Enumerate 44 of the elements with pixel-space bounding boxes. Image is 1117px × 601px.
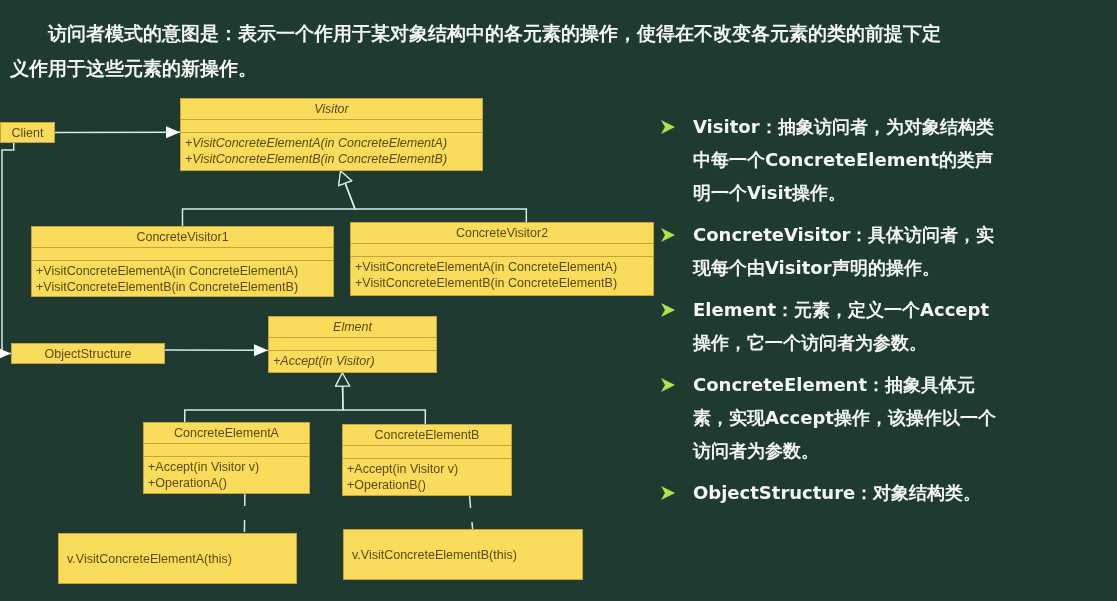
dependency-line — [243, 493, 246, 534]
method-signature: +OperationB() — [347, 477, 427, 493]
method-signature: +Accept(in Visitor v) — [148, 459, 261, 475]
dependency-line — [468, 495, 474, 530]
class-box — [350, 222, 654, 296]
method-signature: +Accept(in Visitor) — [273, 353, 376, 369]
bullet-text: ObjectStructure：对象结构类。 — [693, 481, 983, 505]
code-text: v.VisitConcreteElementB(this) — [352, 547, 517, 562]
inheritance-arrow — [335, 372, 427, 425]
class-box — [342, 424, 512, 496]
bullet-text: Visitor：抽象访问者，为对象结构类中每一个ConcreteElement的类声明一个Visit操作。 — [693, 115, 995, 205]
note-box — [343, 529, 583, 580]
method-signature: +VisitConcreteElementA(in ConcreteElementA) — [185, 135, 449, 151]
code-text: v.VisitConcreteElementA(this) — [67, 551, 232, 566]
class-name: ConcreteVisitor2 — [455, 226, 549, 240]
method-signature: +VisitConcreteElementB(in ConcreteElementB) — [36, 279, 300, 295]
class-box — [180, 98, 483, 171]
class-box — [143, 422, 310, 494]
class-box — [11, 343, 165, 364]
arrow — [164, 344, 269, 357]
note-box — [58, 533, 297, 584]
method-signature: +OperationA() — [148, 475, 228, 491]
method-signature: +VisitConcreteElementA(in ConcreteElementA) — [36, 263, 300, 279]
class-name: ObjectStructure — [44, 346, 132, 361]
class-box — [0, 122, 55, 143]
arrow — [0, 142, 15, 360]
method-signature: +VisitConcreteElementA(in ConcreteElementA) — [355, 259, 619, 275]
class-name: ConcreteElementA — [174, 426, 279, 440]
method-signature: +Accept(in Visitor v) — [347, 461, 460, 477]
method-signature: +VisitConcreteElementB(in ConcreteElementB) — [355, 275, 619, 291]
bullet-text: Element：元素，定义一个Accept操作，它一个访问者为参数。 — [693, 298, 991, 355]
arrow — [54, 126, 181, 139]
class-box — [31, 226, 334, 297]
inheritance-arrow — [338, 170, 528, 223]
class-box — [268, 316, 437, 373]
bullet-text: ConcreteElement：抽象具体元素，实现Accept操作，该操作以一个访问者为参数。 — [693, 373, 997, 463]
class-name: Client — [11, 125, 44, 140]
method-signature: +VisitConcreteElementB(in ConcreteElementB) — [185, 151, 449, 167]
class-name: Visitor — [314, 102, 349, 116]
title-text: 访问者模式的意图是：表示一个作用于某对象结构中的各元素的操作，使得在不改变各元素的类的前提下定义作用于这些元素的新操作。 — [10, 21, 942, 81]
class-name: ConcreteElementB — [374, 428, 480, 442]
class-name: Elment — [333, 320, 372, 334]
bullet-text: ConcreteVisitor：具体访问者，实现每个由Visitor声明的操作。 — [693, 223, 996, 280]
class-name: ConcreteVisitor1 — [136, 230, 229, 244]
